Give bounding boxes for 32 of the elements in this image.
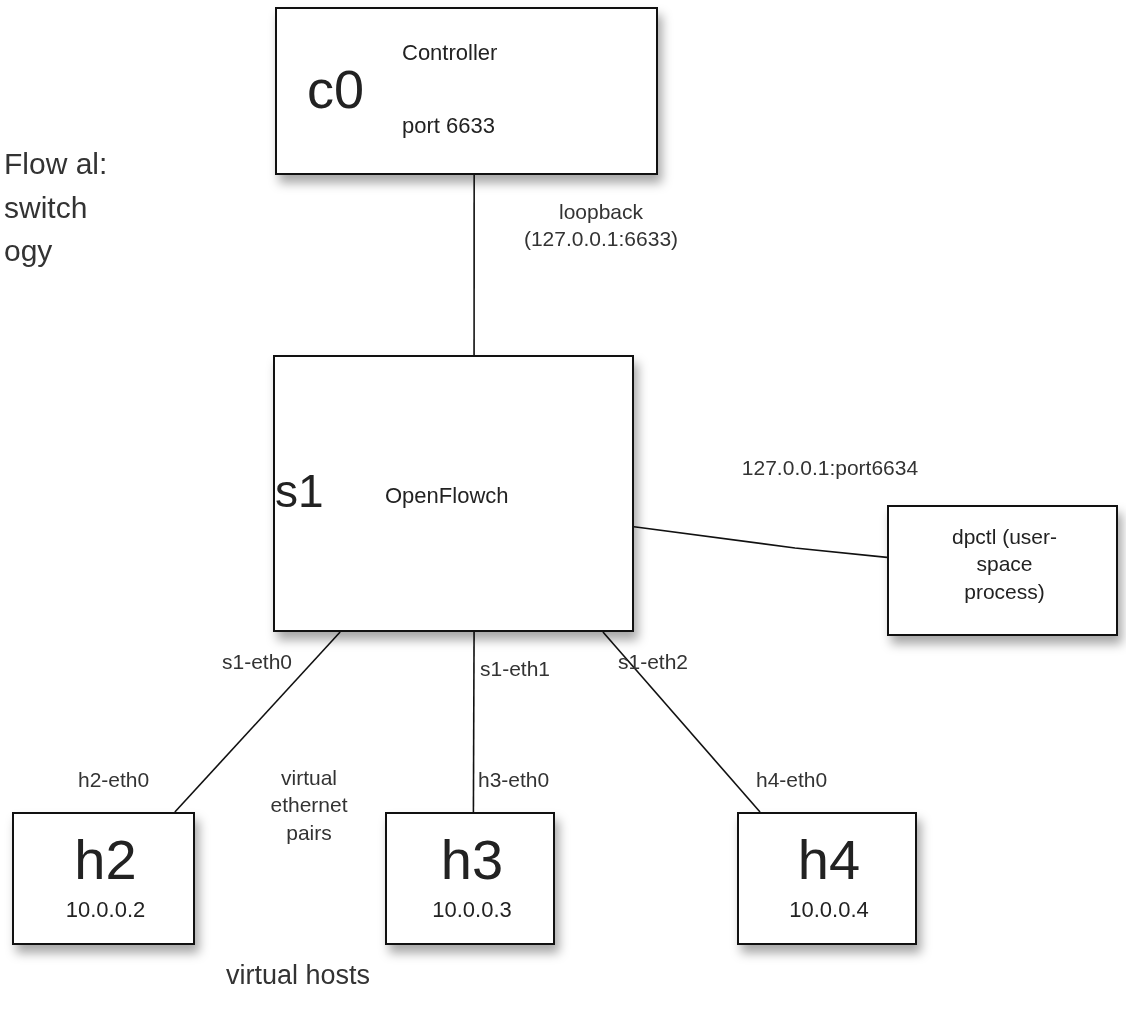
port-label: virtual ethernet pairs [269, 765, 349, 846]
port-label: s1-eth1 [480, 656, 551, 682]
node-name: h3 [439, 827, 505, 893]
node-text: 10.0.0.3 [431, 896, 513, 924]
node-box [385, 812, 555, 945]
node-name: c0 [307, 58, 365, 121]
connector-line [602, 631, 761, 813]
node-text: OpenFlowch [385, 482, 509, 510]
node-name: h4 [796, 827, 862, 893]
title-text: Flow al: switch ogy [4, 146, 109, 269]
node-box [273, 355, 634, 632]
node-text: port 6633 [402, 112, 495, 140]
connector-line [473, 174, 475, 356]
node-box [275, 7, 658, 175]
node-name: h2 [73, 827, 138, 893]
port-label: h2-eth0 [78, 767, 150, 793]
port-label: h3-eth0 [478, 767, 550, 793]
node-text: Controller [402, 39, 498, 67]
port-label: s1-eth0 [222, 649, 293, 675]
node-box [12, 812, 195, 945]
node-box [737, 812, 917, 945]
connector-line [633, 525, 888, 559]
connector-line [472, 631, 475, 813]
node-text: 10.0.0.4 [788, 896, 870, 924]
edge-label: 127.0.0.1:port6634 [740, 455, 920, 481]
node-text: 10.0.0.2 [64, 896, 147, 924]
node-name: s1 [275, 464, 324, 519]
node-text: dpctl (user-space process) [951, 524, 1058, 605]
connector-line [174, 631, 341, 813]
node-box [887, 505, 1118, 636]
group-label: virtual hosts [226, 959, 371, 992]
port-label: h4-eth0 [756, 767, 828, 793]
